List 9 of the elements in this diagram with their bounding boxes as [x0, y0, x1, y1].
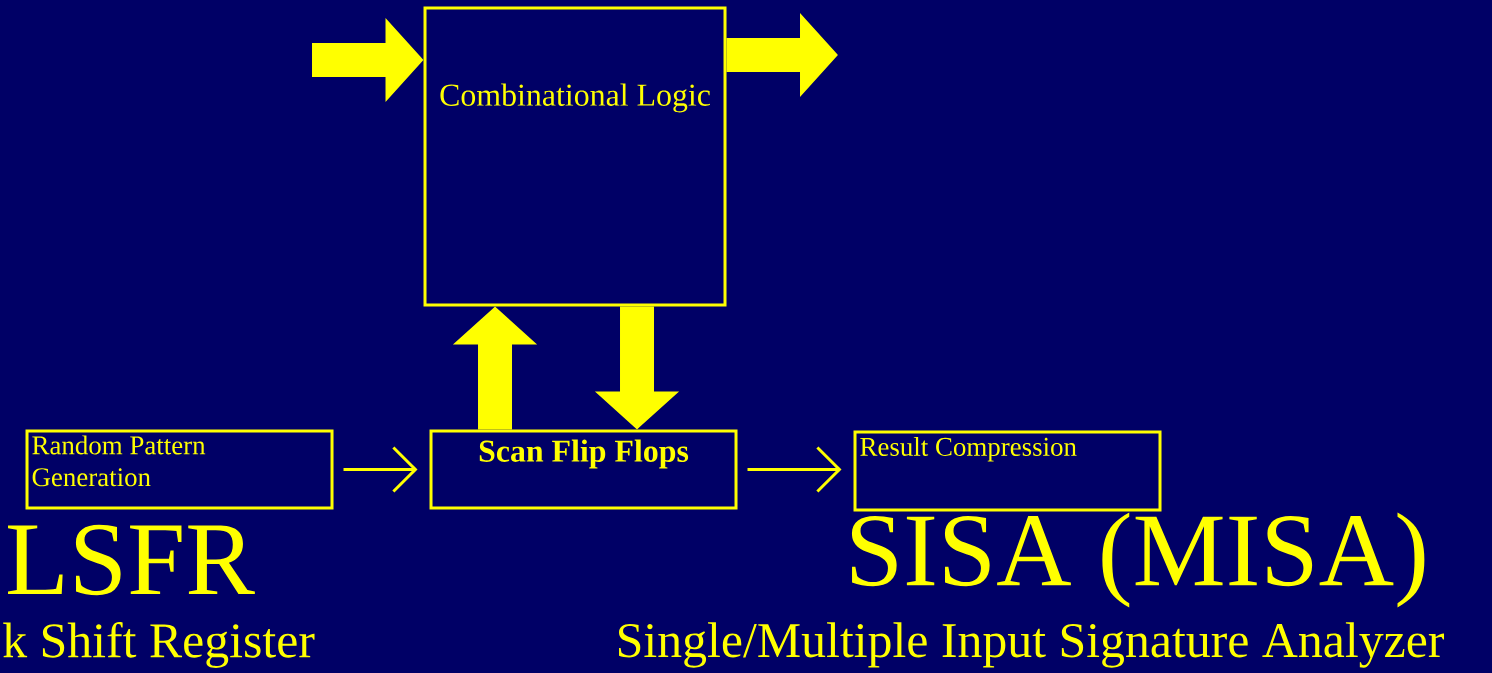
process-box: Result Compression	[853, 430, 1162, 512]
subtitle: Single/Multiple Input Signature Analyzer	[619, 622, 1444, 668]
acronym: SISA (MISA)	[851, 512, 1425, 608]
arrow	[747, 446, 842, 493]
acronym: LSFR	[8, 524, 255, 596]
subtitle: k Shift Register	[3, 622, 315, 668]
logic-box: Combinational Logic	[423, 6, 727, 307]
process-box: Scan Flip Flops	[429, 429, 738, 510]
process-box: Random Pattern Generation	[25, 429, 334, 510]
